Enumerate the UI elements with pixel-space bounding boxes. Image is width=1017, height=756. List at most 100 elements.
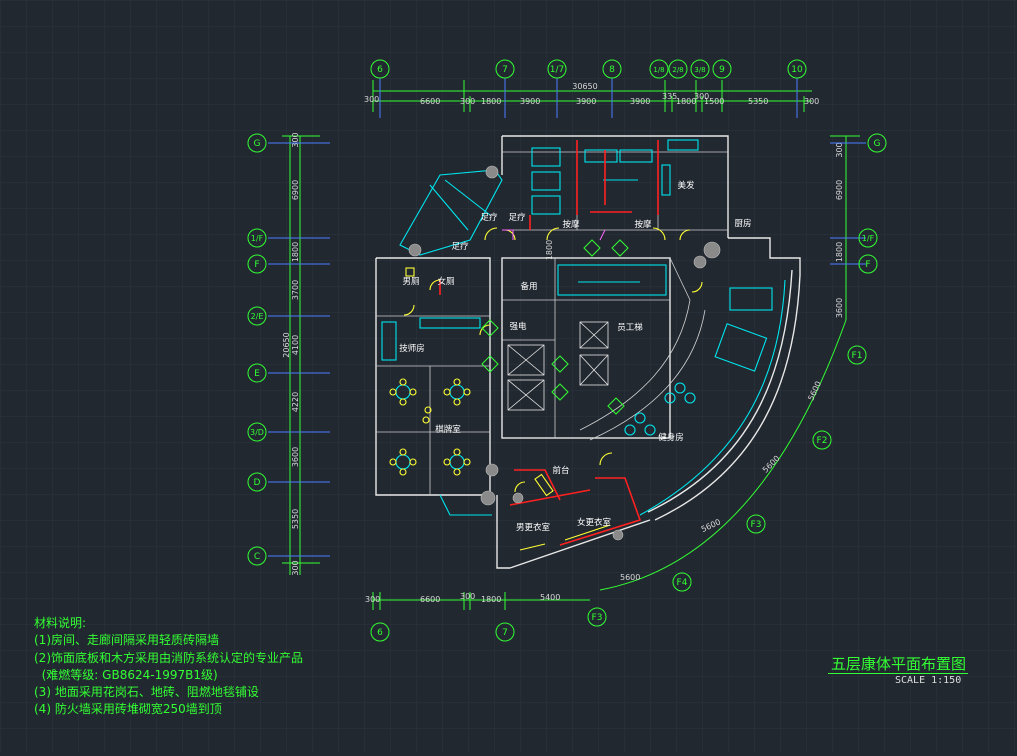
room-label-womens-locker: 女更衣室 — [577, 517, 612, 528]
svg-text:1800: 1800 — [481, 595, 501, 604]
axis-bubble-bottom-f3 — [587, 607, 607, 627]
drawing-title: 五层康体平面布置图 — [831, 655, 967, 673]
lobby-markers — [481, 239, 629, 415]
room-label-tech-room: 技师房 — [399, 343, 425, 354]
axis-bubble-top-6 — [370, 59, 390, 79]
svg-text:D: D — [254, 478, 261, 488]
svg-text:1/F: 1/F — [862, 234, 875, 243]
svg-text:F3: F3 — [592, 613, 603, 623]
svg-text:4220: 4220 — [291, 392, 300, 412]
magenta-accents — [502, 229, 606, 241]
svg-text:G: G — [254, 139, 261, 149]
axis-bubble-top-8 — [602, 59, 622, 79]
axis-bubble-labels: 6 7 1/7 8 1/8 2/8 3/8 9 10 6 7 F3 G 1/F … — [250, 65, 880, 638]
room-label-foot-3: 足疗 — [451, 241, 469, 252]
room-label-gym: 健身房 — [658, 432, 684, 443]
svg-text:2/E: 2/E — [251, 312, 264, 321]
svg-text:3700: 3700 — [291, 280, 300, 300]
svg-text:3900: 3900 — [576, 97, 596, 106]
svg-text:1500: 1500 — [704, 97, 724, 106]
room-label-electric: 强电 — [509, 321, 527, 332]
axis-bubble-right-f1 — [847, 345, 867, 365]
svg-text:F4: F4 — [677, 578, 688, 588]
svg-text:4100: 4100 — [291, 335, 300, 355]
svg-text:C: C — [254, 552, 260, 562]
planters — [408, 165, 721, 541]
axis-bubble-top-9 — [712, 59, 732, 79]
axis-bubble-left-f — [247, 254, 267, 274]
svg-text:F3: F3 — [751, 520, 762, 530]
axis-lines — [268, 78, 866, 557]
axis-bubble-left-1f — [247, 228, 267, 248]
doors-furniture — [389, 227, 703, 551]
drawing-scale: SCALE 1:150 — [895, 675, 962, 686]
svg-text:7: 7 — [502, 628, 508, 638]
svg-text:1800: 1800 — [676, 97, 696, 106]
room-label-massage-2: 按摩 — [634, 219, 652, 230]
svg-text:3600: 3600 — [835, 298, 844, 318]
svg-text:300: 300 — [364, 95, 379, 104]
axis-bubble-right-1f — [858, 228, 878, 248]
svg-text:G: G — [874, 139, 881, 149]
notes-item-3: (3) 地面采用花岗石、地砖、阻燃地毯铺设 — [34, 685, 259, 700]
notes-item-4: (4) 防火墙采用砖堆砌宽250墙到顶 — [34, 702, 222, 717]
axis-bubble-right-f3 — [746, 514, 766, 534]
svg-text:3/8: 3/8 — [694, 66, 705, 74]
axis-bubble-left-e — [247, 363, 267, 383]
notes-heading: 材料说明: — [34, 616, 87, 630]
room-label-foot-2: 足疗 — [508, 212, 526, 223]
room-label-mens-bath: 女厕 — [437, 276, 455, 287]
svg-text:1800: 1800 — [481, 97, 501, 106]
svg-text:6900: 6900 — [291, 180, 300, 200]
axis-bubble-top-10 — [787, 59, 807, 79]
axis-bubble-top-2-8 — [668, 59, 688, 79]
axis-bubble-bottom-6 — [370, 622, 390, 642]
axis-bubble-right-f2 — [812, 430, 832, 450]
axis-bubble-top-7 — [495, 59, 515, 79]
room-label-staff-stair: 员工梯 — [617, 322, 643, 333]
axis-bubble-right-g — [867, 133, 887, 153]
svg-text:2/8: 2/8 — [672, 66, 683, 74]
notes-item-2: (2)饰面底板和木方采用由消防系统认定的专业产品 — [34, 650, 303, 665]
axis-bubble-top-1-8 — [649, 59, 669, 79]
svg-text:30650: 30650 — [572, 82, 597, 91]
svg-text:300: 300 — [291, 560, 300, 575]
svg-text:6600: 6600 — [420, 97, 440, 106]
svg-text:10: 10 — [791, 65, 803, 75]
svg-text:8: 8 — [609, 65, 615, 75]
room-label-storage: 备用 — [520, 281, 537, 292]
axis-bubble-left-d — [247, 472, 267, 492]
room-label-womens-bath: 男厕 — [402, 277, 420, 287]
svg-text:1/8: 1/8 — [653, 66, 664, 74]
svg-text:6: 6 — [377, 65, 383, 75]
axis-bubbles — [247, 59, 887, 642]
svg-text:300: 300 — [365, 595, 380, 604]
svg-text:20650: 20650 — [282, 332, 291, 357]
room-label-chess: 棋牌室 — [435, 424, 461, 435]
svg-text:5600: 5600 — [620, 573, 640, 582]
fire-walls — [439, 140, 659, 546]
title-underline — [828, 673, 968, 674]
room-label-kitchen: 厨房 — [734, 218, 751, 229]
room-label-reception: 前台 — [552, 465, 569, 476]
axis-bubble-left-2e — [247, 306, 267, 326]
svg-text:F: F — [865, 260, 870, 270]
svg-text:3900: 3900 — [630, 97, 650, 106]
svg-text:3900: 3900 — [520, 97, 540, 106]
axis-bubble-right-f — [858, 254, 878, 274]
svg-text:3/D: 3/D — [250, 428, 264, 437]
svg-text:335: 335 — [662, 92, 677, 101]
svg-text:300: 300 — [460, 592, 475, 601]
svg-text:F: F — [254, 260, 259, 270]
svg-text:F2: F2 — [817, 436, 828, 446]
svg-text:300: 300 — [835, 142, 844, 157]
svg-text:6600: 6600 — [420, 595, 440, 604]
svg-text:3600: 3600 — [291, 447, 300, 467]
material-notes: 材料说明:(1)房间、走廊间隔采用轻质砖隔墙(2)饰面底板和木方采用由消防系统认… — [34, 615, 303, 719]
svg-text:9: 9 — [719, 65, 725, 75]
exterior-walls — [375, 135, 801, 569]
room-labels: 足疗 足疗 足疗 按摩 按摩 美发 厨房 男厕 女厕 备用 强电 员工梯 技师房… — [399, 180, 751, 533]
